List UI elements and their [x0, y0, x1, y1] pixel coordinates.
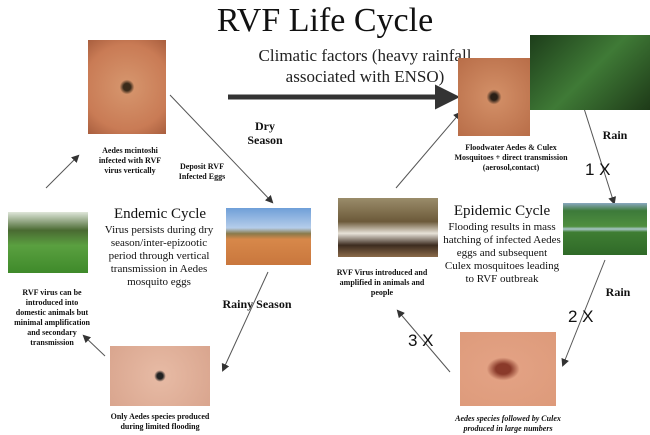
floodwater-mosquito-photo: [458, 58, 530, 136]
rainy-season-label: Rainy Season: [222, 297, 292, 311]
deposit-eggs-label: Deposit RVF Infected Eggs: [178, 162, 226, 181]
domestic-animals-caption: RVF virus can be introduced into domesti…: [14, 288, 90, 347]
only-aedes-caption: Only Aedes species produced during limit…: [110, 412, 210, 431]
culex-mosquito-photo: [530, 35, 650, 110]
introduced-caption: RVF Virus introduced and amplified in an…: [336, 268, 428, 297]
livestock-people-photo: [338, 198, 438, 257]
endemic-cycle-text: Virus persists during dry season/inter-e…: [104, 224, 214, 288]
x1-label: 1 X: [585, 160, 611, 179]
mcintoshi-caption: Aedes mcintoshi infected with RVF virus …: [98, 146, 162, 175]
floodwater-caption: Floodwater Aedes & Culex Mosquitoes + di…: [454, 143, 568, 172]
dry-landscape-photo: [226, 208, 311, 265]
arrow-dry-season: [169, 94, 274, 204]
arrow-2x: [561, 259, 606, 367]
aedes-mcintoshi-photo: [88, 40, 166, 134]
arrow-3x: [396, 309, 451, 373]
arrow-rainy-season: [221, 271, 269, 372]
aedes-bottom-photo: [110, 346, 210, 406]
aedes-culex-caption: Aedes species followed by Culex produced…: [455, 414, 561, 433]
climatic-factors-text: Climatic factors (heavy rainfall associa…: [258, 46, 472, 86]
arrow-to-floodwater: [395, 111, 462, 189]
endemic-cycle-title: Endemic Cycle: [113, 206, 207, 222]
page-title: RVF Life Cycle: [216, 2, 434, 39]
dry-season-label: Dry Season: [247, 119, 283, 147]
arrow-to-mcintoshi: [45, 154, 80, 189]
rain-label-2: Rain: [605, 285, 631, 299]
flooded-field-photo: [563, 203, 647, 255]
arrow-to-domestic: [82, 334, 106, 357]
x3-label: 3 X: [408, 331, 434, 350]
field-cattle-photo: [8, 212, 88, 273]
x2-label: 2 X: [568, 307, 594, 326]
rain-label-1: Rain: [602, 128, 628, 142]
aedes-culex-large-photo: [460, 332, 556, 406]
epidemic-cycle-title: Epidemic Cycle: [453, 203, 551, 219]
epidemic-cycle-text: Flooding results in mass hatching of inf…: [443, 221, 561, 285]
